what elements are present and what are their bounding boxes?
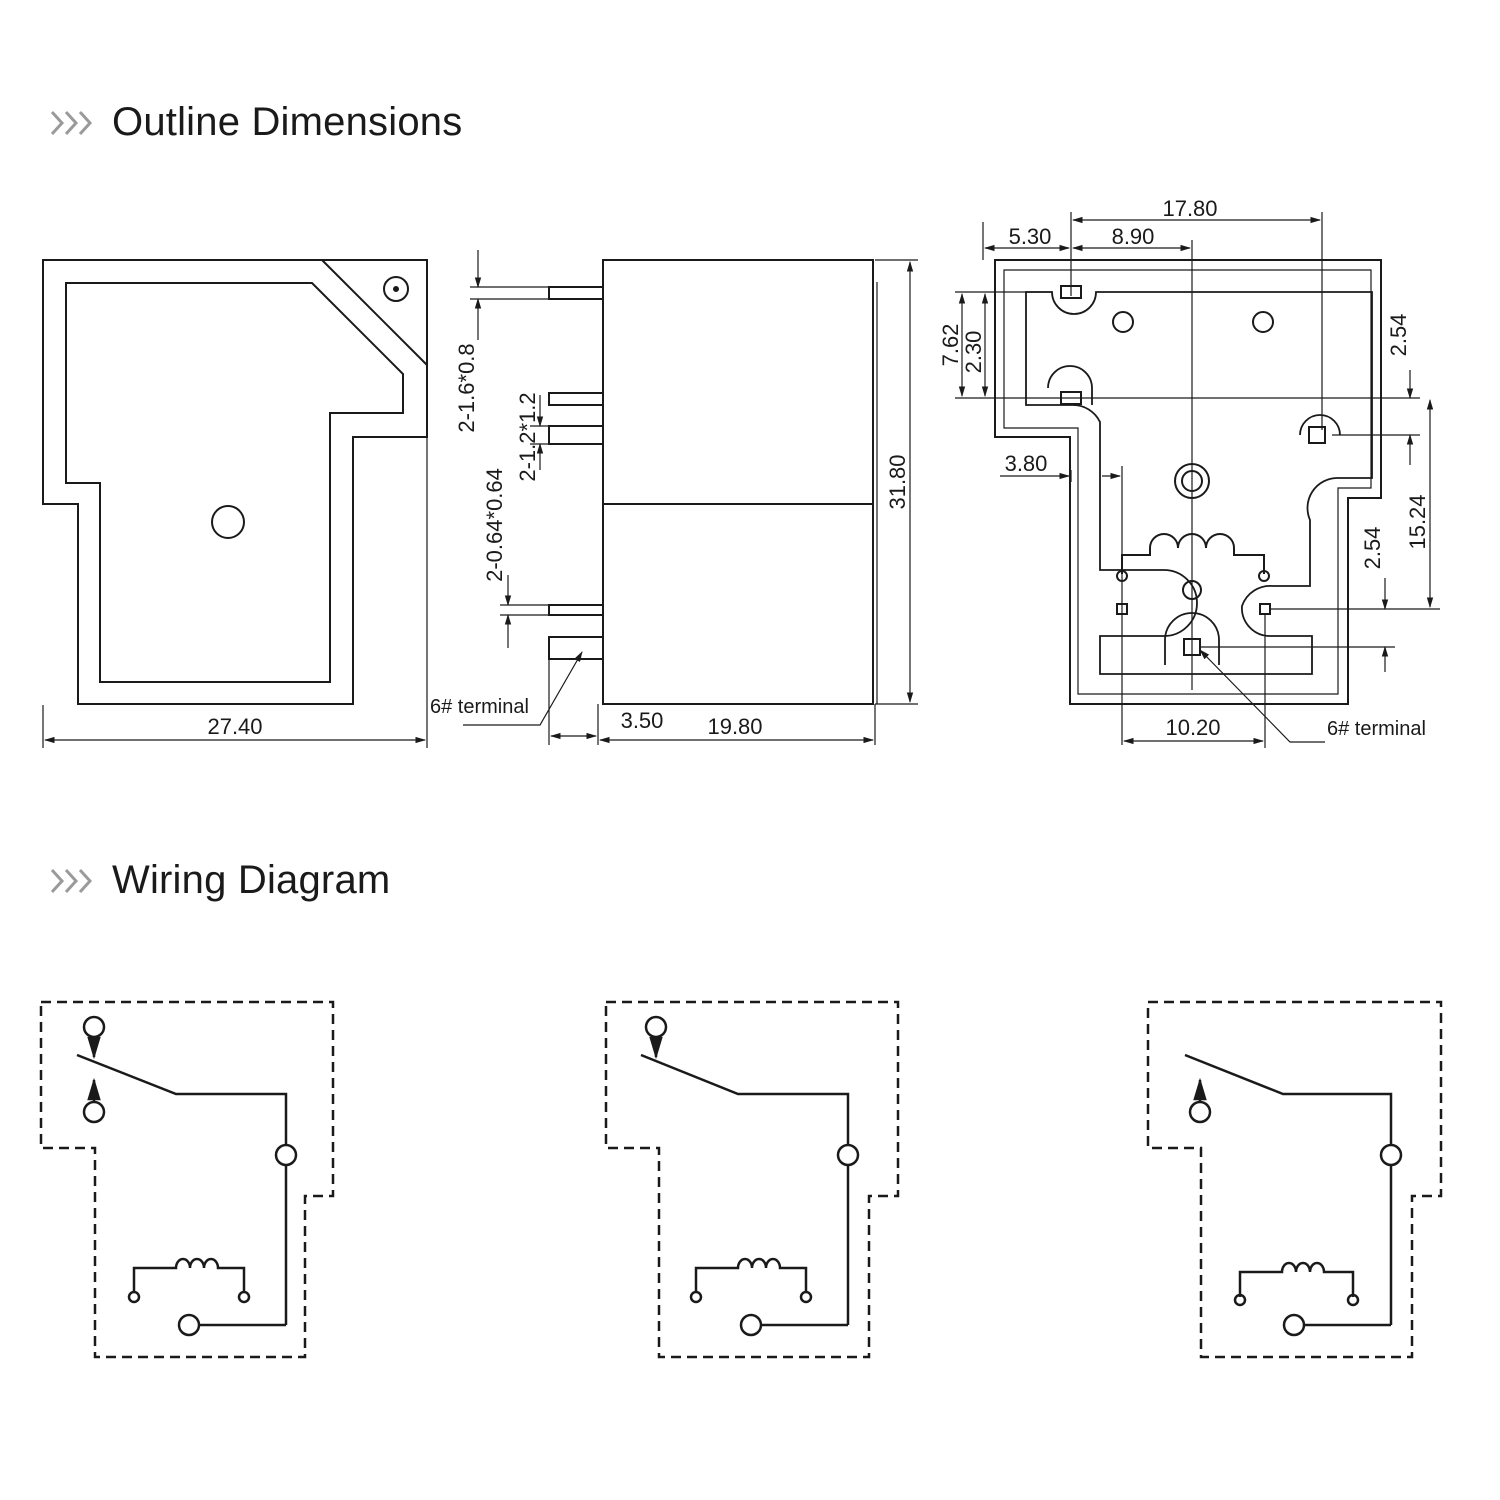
outline-heading: Outline Dimensions — [48, 100, 462, 145]
bottom-view-hole-1 — [1112, 311, 1134, 333]
wiring-1-coil-icon — [132, 1257, 246, 1292]
wiring-diagram-3 — [1146, 1000, 1443, 1359]
dim-label-17-80: 17.80 — [1162, 196, 1217, 221]
wiring-1-switch-arm — [76, 1053, 288, 1145]
top-view-outer-outline — [42, 259, 428, 705]
wiring-title: Wiring Diagram — [112, 858, 391, 902]
wiring-3-bottom-terminal — [1282, 1313, 1306, 1337]
bottom-view-terminal-label: 6# terminal — [1327, 718, 1426, 740]
top-view — [42, 259, 428, 705]
chevron-arrows-icon — [50, 110, 93, 135]
pin-spec-label-3: 2-0.64*0.64 — [482, 468, 507, 582]
chevron-arrows-icon — [50, 868, 93, 893]
top-view-width-dimension — [42, 437, 428, 748]
dim-label-8-90: 8.90 — [1112, 224, 1155, 249]
pin-spec-label-1: 2-1.6*0.8 — [454, 343, 479, 432]
bottom-view — [994, 259, 1382, 705]
bottom-view-outer-outline — [994, 259, 1382, 705]
wiring-diagram-2 — [604, 1000, 900, 1359]
wiring-2-nc-terminal — [644, 1015, 668, 1039]
wiring-heading: Wiring Diagram — [48, 858, 390, 903]
wiring-1-nc-terminal — [82, 1015, 106, 1039]
side-view-pin-offset-label: 3.50 — [621, 708, 664, 733]
dim-label-2-30: 2.30 — [961, 331, 986, 374]
wiring-3-no-terminal — [1188, 1100, 1212, 1124]
wiring-3-com-terminal — [1379, 1143, 1403, 1167]
dim-label-3-80: 3.80 — [1005, 451, 1048, 476]
wiring-2-bottom-terminal — [739, 1313, 763, 1337]
wiring-1-bottom-terminal — [177, 1313, 201, 1337]
top-view-inner-outline — [65, 282, 404, 683]
side-view-body-width-label: 19.80 — [707, 714, 762, 739]
side-view-pin-5 — [548, 636, 604, 660]
bottom-view-hole-2 — [1252, 311, 1274, 333]
wiring-3-coil-icon — [1238, 1261, 1355, 1297]
dim-label-10-20: 10.20 — [1165, 715, 1220, 740]
dim-label-2-54-right: 2.54 — [1360, 527, 1385, 570]
wiring-1-no-terminal — [82, 1100, 106, 1124]
pin-spec-label-2: 2-1.2*1.2 — [515, 392, 540, 481]
bottom-view-terminal-5 — [1259, 603, 1271, 615]
wiring-2-coil-icon — [694, 1257, 808, 1292]
wiring-2-com-terminal — [836, 1143, 860, 1167]
outline-title: Outline Dimensions — [112, 100, 463, 144]
wiring-2-switch-arm — [640, 1053, 850, 1145]
top-view-mark-dot — [393, 286, 399, 292]
top-view-width-label: 27.40 — [207, 714, 262, 739]
side-view-pin-2 — [548, 392, 604, 406]
wiring-diagram-1 — [39, 1000, 335, 1359]
dim-label-2-54-top: 2.54 — [1386, 314, 1411, 357]
side-view-pin-3 — [548, 425, 604, 445]
bottom-view-inner-outline — [1003, 269, 1372, 695]
dim-label-5-30: 5.30 — [1009, 224, 1052, 249]
top-view-mark-circle — [383, 276, 409, 302]
bottom-view-pad-outline — [1025, 291, 1373, 675]
wiring-1-housing-outline — [39, 1000, 335, 1359]
side-view — [548, 259, 878, 705]
side-view-pin-1 — [548, 286, 604, 300]
side-view-body — [602, 259, 874, 705]
side-view-dimensions — [463, 250, 918, 745]
dim-label-7-62: 7.62 — [938, 324, 963, 367]
dim-label-15-24: 15.24 — [1405, 494, 1430, 549]
wiring-3-housing-outline — [1146, 1000, 1443, 1359]
side-view-height-label: 31.80 — [885, 454, 910, 509]
bottom-view-dimensions — [955, 212, 1440, 748]
top-view-center-hole — [211, 505, 245, 539]
wiring-3-switch-arm — [1184, 1053, 1393, 1145]
wiring-2-housing-outline — [604, 1000, 900, 1359]
bottom-view-terminal-3 — [1308, 426, 1326, 444]
bottom-view-coil-icon — [1121, 533, 1265, 574]
wiring-1-com-terminal — [274, 1143, 298, 1167]
top-view-chamfer — [321, 259, 428, 366]
side-view-pin-4 — [548, 604, 604, 616]
side-view-terminal-label: 6# terminal — [430, 696, 529, 718]
